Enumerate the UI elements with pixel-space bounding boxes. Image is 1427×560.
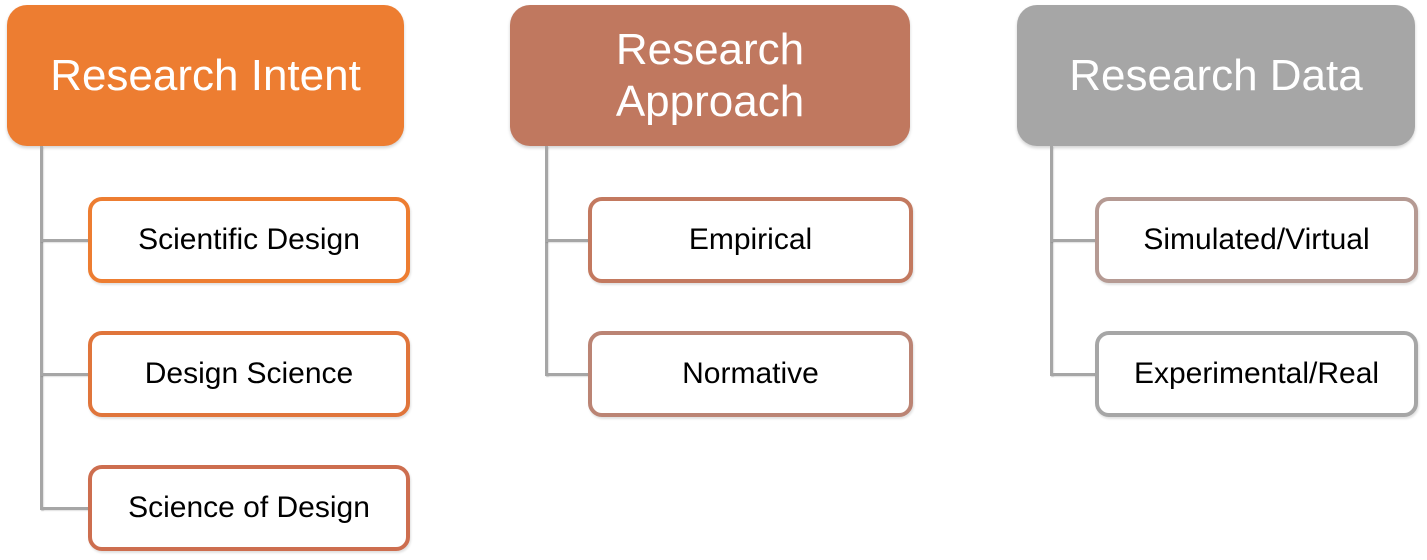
connector-branch-normative (545, 373, 588, 376)
node-normative-label: Normative (682, 357, 819, 390)
node-simulated-virtual-label: Simulated/Virtual (1143, 223, 1370, 256)
node-empirical-label: Empirical (688, 223, 813, 256)
header-research-data-label: Research Data (1069, 50, 1363, 100)
node-design-science: Design Science (88, 331, 410, 417)
node-empirical: Empirical (588, 197, 913, 283)
node-normative: Normative (588, 331, 913, 417)
node-science-of-design-label: Science of Design (128, 491, 370, 524)
header-research-data: Research Data (1017, 5, 1415, 146)
connector-branch-design-science (40, 373, 88, 376)
connector-branch-simulated-virtual (1050, 239, 1095, 242)
connector-vertical-research-data (1050, 146, 1053, 376)
connector-branch-scientific-design (40, 239, 88, 242)
connector-vertical-research-intent (40, 146, 43, 510)
node-experimental-real-label: Experimental/Real (1133, 357, 1380, 390)
node-design-science-label: Design Science (144, 357, 354, 390)
connector-vertical-research-approach (545, 146, 548, 376)
header-research-intent: Research Intent (7, 5, 404, 146)
node-experimental-real: Experimental/Real (1095, 331, 1418, 417)
connector-branch-experimental-real (1050, 373, 1095, 376)
header-research-approach: Research Approach (510, 5, 910, 146)
node-scientific-design-label: Scientific Design (138, 223, 360, 256)
node-simulated-virtual: Simulated/Virtual (1095, 197, 1418, 283)
node-science-of-design: Science of Design (88, 465, 410, 551)
header-research-intent-label: Research Intent (50, 50, 361, 100)
connector-branch-empirical (545, 239, 588, 242)
connector-branch-science-of-design (40, 507, 88, 510)
node-scientific-design: Scientific Design (88, 197, 410, 283)
header-research-approach-label: Research Approach (615, 25, 805, 126)
